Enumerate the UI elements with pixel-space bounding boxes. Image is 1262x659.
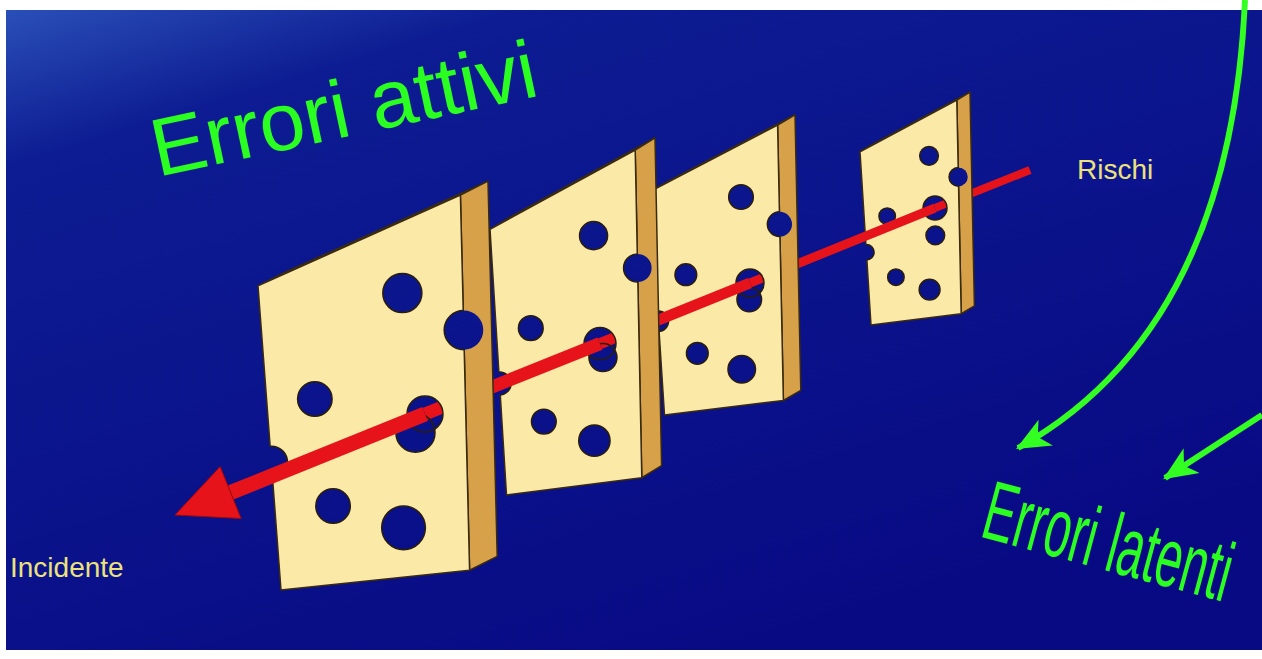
cheese-slice — [490, 138, 662, 495]
cheese-slice — [650, 115, 801, 415]
latent-errors-label: Errori latenti — [974, 467, 1243, 614]
incident-label: Incidente — [8, 552, 126, 584]
risk-label: Rischi — [1075, 154, 1155, 186]
background-panel — [6, 10, 1262, 650]
cheese-slice — [258, 181, 497, 590]
cheese-hole-rims — [488, 222, 652, 457]
cheese-hole-rims — [859, 146, 968, 300]
active-errors-label: Errori attivi — [141, 24, 547, 194]
pointer-arrow — [1165, 415, 1262, 478]
cheese-hole-rims — [648, 185, 792, 383]
risk-arrow-head — [175, 467, 241, 519]
pointer-arrow — [1018, 0, 1245, 448]
cheese-slice — [860, 92, 974, 325]
risk-arrow-shaft — [231, 414, 425, 493]
cheese-hole-rims — [255, 273, 483, 549]
